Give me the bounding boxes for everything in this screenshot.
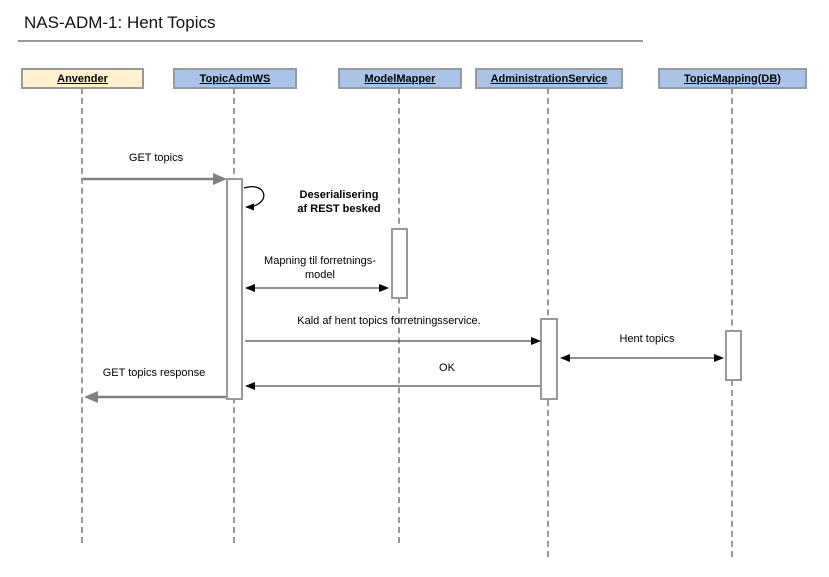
participant-topicadmws: TopicAdmWS [173,68,297,89]
arrowhead-hent-topics-right [714,354,724,362]
diagram-title: NAS-ADM-1: Hent Topics [24,13,216,32]
arrowhead-get-topics [213,173,227,185]
message-label-mapning: Mapning til forretnings- model [264,254,376,282]
message-label-deserialisering: Deserialisering af REST besked [297,188,380,216]
arrowhead-get-topics-response [84,391,98,403]
message-label-get-topics: GET topics [128,152,184,164]
participant-label: ModelMapper [364,72,436,85]
message-label-kald: Kald af hent topics forretningsservice. [297,315,481,327]
lifeline-anvender [81,88,83,543]
message-label-hent-topics: Hent topics [619,333,675,345]
participant-anvender: Anvender [21,68,144,89]
message-label-line: Deserialisering [299,189,379,201]
participant-administrationservice: AdministrationService [475,68,623,89]
message-label-ok: OK [439,362,455,374]
activation-topicadmws [226,178,243,400]
lifeline-topicmapping-db [731,88,733,557]
participant-topicmapping-db: TopicMapping(DB) [658,68,807,89]
arrowhead-hent-topics-left [560,354,570,362]
title-underline [18,40,643,42]
arrowhead-mapning-left [245,284,255,292]
arrowhead-mapning-right [379,284,389,292]
activation-modelmapper [391,228,408,299]
arrow-self-deserialisering [243,186,265,208]
participant-label: TopicAdmWS [199,72,271,85]
message-label-line: af REST besked [297,203,381,215]
participant-label: AdministrationService [490,72,608,85]
participant-modelmapper: ModelMapper [338,68,462,89]
arrowhead-self-deserialisering [245,203,254,211]
lifeline-modelmapper [398,88,400,543]
arrowhead-kald [531,337,541,345]
message-label-line: Mapning til forretnings- [264,255,376,267]
message-label-line: model [305,269,335,281]
participant-label: TopicMapping(DB) [684,72,781,85]
activation-administrationservice [540,318,558,400]
participant-label: Anvender [57,72,108,85]
activation-topicmapping-db [725,330,742,381]
arrowhead-ok [245,382,255,390]
message-label-get-topics-response: GET topics response [102,367,206,379]
